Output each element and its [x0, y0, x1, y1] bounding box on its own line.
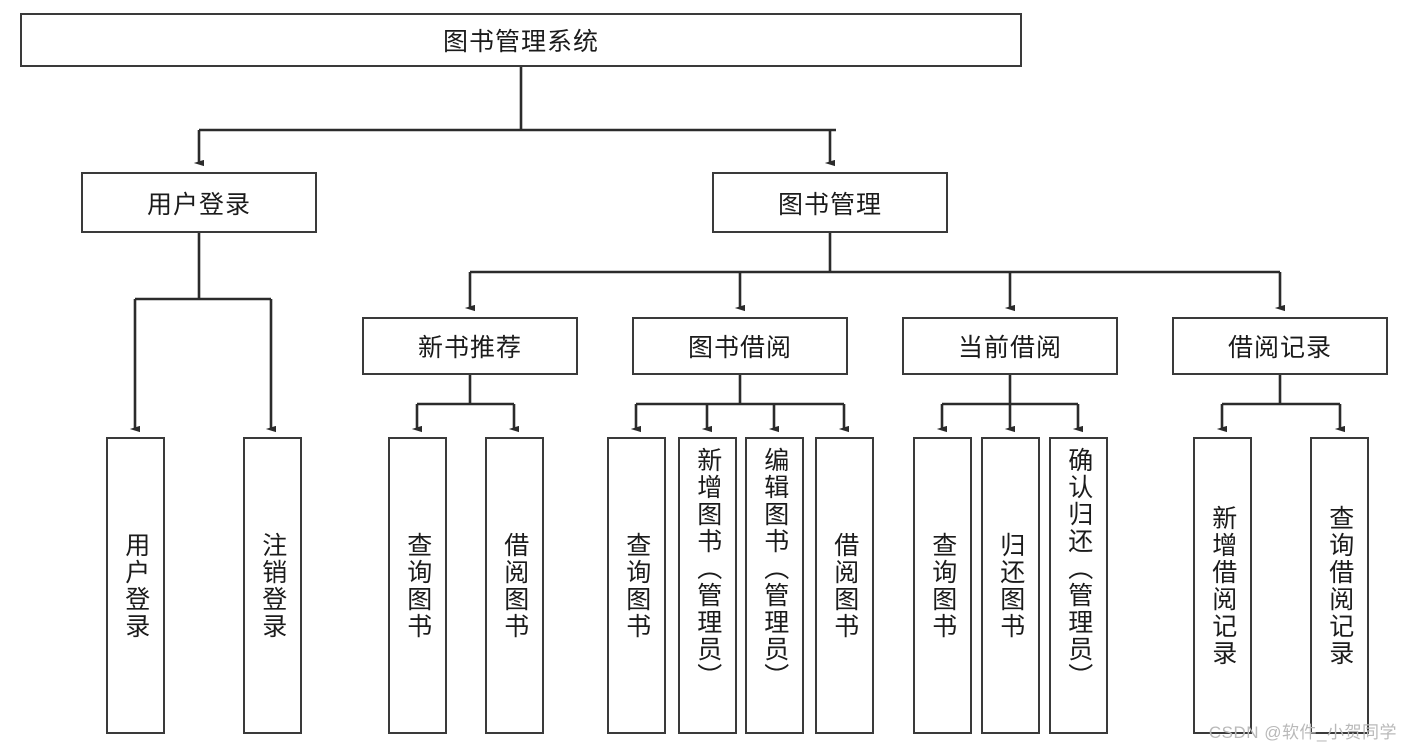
node-current-borrow[interactable]: 当前借阅 [902, 317, 1118, 375]
node-label: 查询借阅记录 [1325, 504, 1354, 667]
node-label: 确认归还（管理员） [1064, 447, 1093, 690]
node-leaf-add-borrow-record[interactable]: 新增借阅记录 [1193, 437, 1252, 734]
node-book-borrow[interactable]: 图书借阅 [632, 317, 848, 375]
node-label: 新增借阅记录 [1208, 504, 1237, 667]
node-leaf-user-login[interactable]: 用户登录 [106, 437, 165, 734]
node-label: 用户登录 [146, 190, 251, 219]
node-new-book-recommend[interactable]: 新书推荐 [362, 317, 578, 375]
node-label: 注销登录 [258, 531, 287, 640]
node-leaf-query-book-current[interactable]: 查询图书 [913, 437, 972, 734]
node-leaf-borrow-book-recommend[interactable]: 借阅图书 [485, 437, 544, 734]
node-leaf-query-book-borrow[interactable]: 查询图书 [607, 437, 666, 734]
node-leaf-query-borrow-record[interactable]: 查询借阅记录 [1310, 437, 1369, 734]
node-root-book-management-system[interactable]: 图书管理系统 [20, 13, 1022, 67]
node-leaf-query-book-recommend[interactable]: 查询图书 [388, 437, 447, 734]
node-label: 查询图书 [928, 531, 957, 640]
node-leaf-edit-book-admin[interactable]: 编辑图书（管理员） [745, 437, 804, 734]
node-label: 新增图书（管理员） [693, 447, 722, 690]
node-leaf-return-book[interactable]: 归还图书 [981, 437, 1040, 734]
node-book-management[interactable]: 图书管理 [712, 172, 948, 233]
node-label: 编辑图书（管理员） [760, 447, 789, 690]
node-label: 借阅图书 [500, 531, 529, 640]
node-label: 图书管理系统 [442, 28, 599, 56]
node-borrow-record[interactable]: 借阅记录 [1172, 317, 1388, 375]
node-label: 归还图书 [996, 531, 1025, 640]
node-label: 查询图书 [622, 531, 651, 640]
node-leaf-logout[interactable]: 注销登录 [243, 437, 302, 734]
node-label: 图书借阅 [687, 334, 792, 362]
node-label: 查询图书 [403, 531, 432, 640]
node-leaf-confirm-return-admin[interactable]: 确认归还（管理员） [1049, 437, 1108, 734]
node-label: 图书管理 [777, 190, 882, 219]
node-leaf-borrow-book[interactable]: 借阅图书 [815, 437, 874, 734]
node-label: 借阅图书 [830, 531, 859, 640]
node-label: 当前借阅 [957, 334, 1062, 362]
node-user-login[interactable]: 用户登录 [81, 172, 317, 233]
node-label: 用户登录 [121, 531, 150, 640]
node-leaf-add-book-admin[interactable]: 新增图书（管理员） [678, 437, 737, 734]
node-label: 新书推荐 [417, 334, 522, 362]
node-label: 借阅记录 [1227, 334, 1332, 362]
watermark-csdn: CSDN @软件_小贺同学 [1208, 723, 1397, 742]
